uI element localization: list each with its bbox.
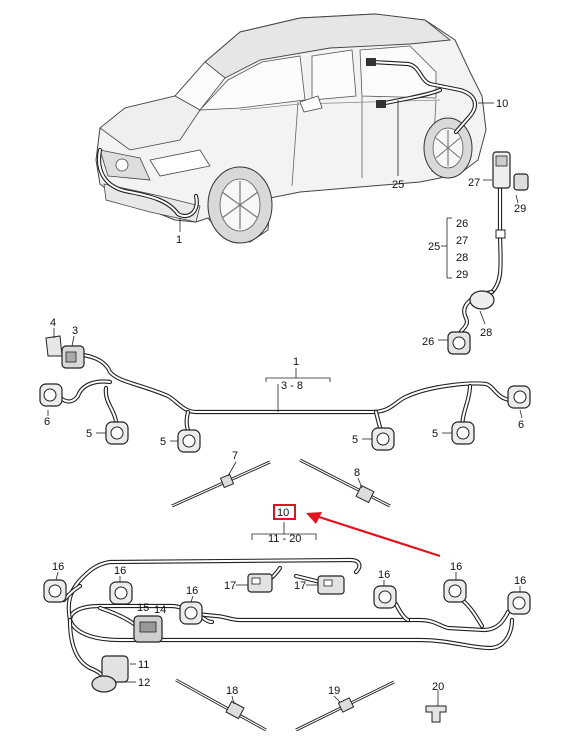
label-26-side: 26 bbox=[422, 336, 434, 348]
label-20: 20 bbox=[432, 681, 444, 693]
label-27: 27 bbox=[468, 177, 480, 189]
label-range-3-8: 3 - 8 bbox=[281, 380, 303, 392]
part-25-cable bbox=[447, 151, 529, 355]
label-5d: 5 bbox=[432, 428, 438, 440]
label-10-highlighted: 10 bbox=[277, 507, 289, 519]
highlight-arrow-head bbox=[306, 512, 322, 524]
label-17a: 17 bbox=[224, 580, 236, 592]
label-1-front: 1 bbox=[293, 356, 299, 368]
label-6-right: 6 bbox=[518, 419, 524, 431]
car-illustration bbox=[95, 13, 487, 244]
front-harness bbox=[39, 335, 531, 508]
label-17b: 17 bbox=[294, 580, 306, 592]
label-5a: 5 bbox=[86, 428, 92, 440]
highlight-arrow bbox=[315, 514, 441, 558]
label-12: 12 bbox=[138, 677, 150, 689]
label-10-car: 10 bbox=[496, 98, 508, 110]
label-group-27: 27 bbox=[456, 235, 468, 247]
label-19: 19 bbox=[328, 685, 340, 697]
label-5c: 5 bbox=[352, 434, 358, 446]
label-11: 11 bbox=[138, 659, 149, 671]
label-group-26: 26 bbox=[456, 218, 468, 230]
label-16b: 16 bbox=[114, 565, 126, 577]
label-28-side: 28 bbox=[480, 327, 492, 339]
label-25-car: 25 bbox=[392, 179, 404, 191]
label-group-29: 29 bbox=[456, 269, 468, 281]
label-16d: 16 bbox=[378, 569, 390, 581]
label-3: 3 bbox=[72, 325, 78, 337]
label-4: 4 bbox=[50, 317, 56, 329]
label-16e: 16 bbox=[450, 561, 462, 573]
label-29: 29 bbox=[514, 203, 526, 215]
label-8: 8 bbox=[354, 467, 360, 479]
rear-harness bbox=[43, 557, 531, 732]
label-group-28: 28 bbox=[456, 252, 468, 264]
label-1-car: 1 bbox=[176, 234, 182, 246]
highlight-box-10 bbox=[273, 504, 296, 520]
label-16a: 16 bbox=[52, 561, 64, 573]
label-range-11-20: 11 - 20 bbox=[268, 533, 301, 545]
label-18: 18 bbox=[226, 685, 238, 697]
label-5b: 5 bbox=[160, 436, 166, 448]
label-6-left: 6 bbox=[44, 416, 50, 428]
label-15: 15 bbox=[137, 602, 149, 614]
label-16f: 16 bbox=[514, 575, 526, 587]
label-group-25: 25 bbox=[428, 241, 440, 253]
label-7: 7 bbox=[232, 450, 238, 462]
label-16c: 16 bbox=[186, 585, 198, 597]
label-14: 14 bbox=[154, 604, 166, 616]
